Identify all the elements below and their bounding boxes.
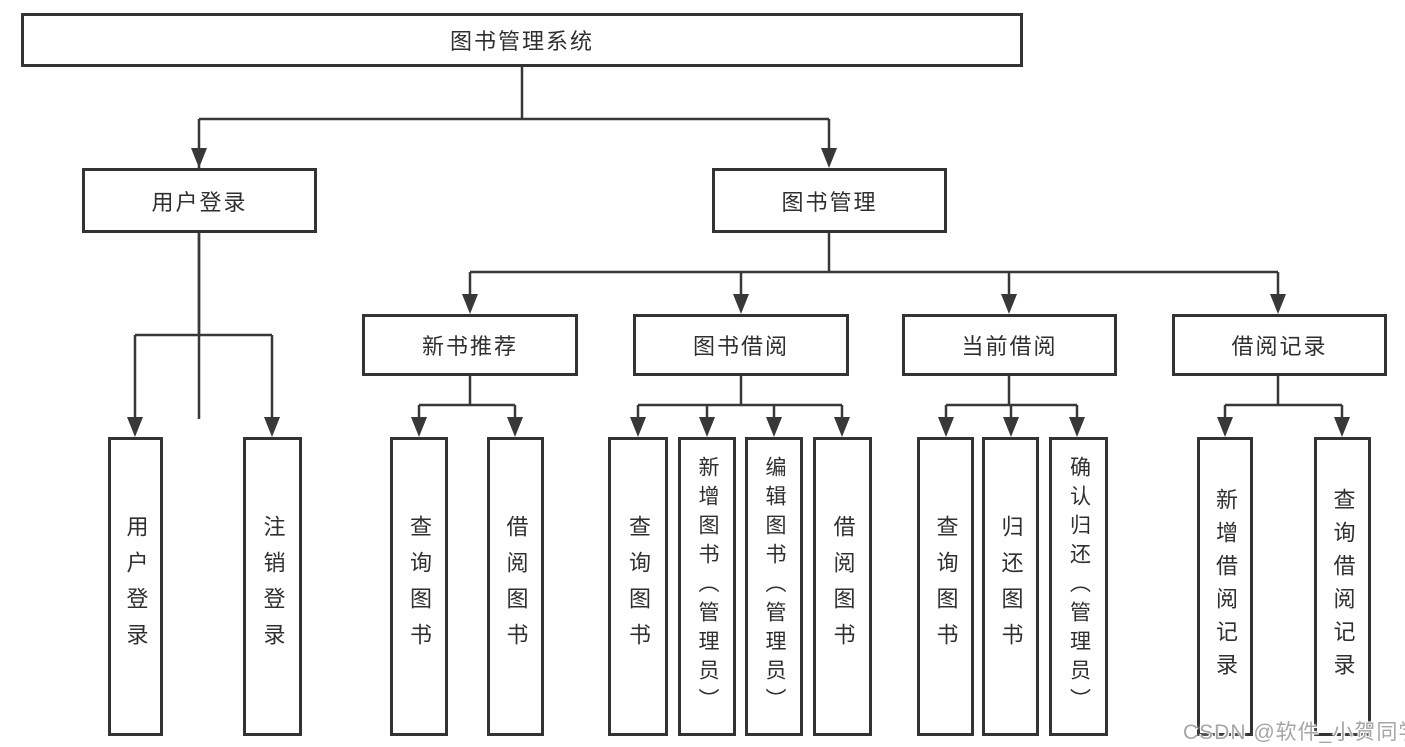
leaf-label: 新增图书（管理员） bbox=[696, 456, 719, 717]
leaf-logout: 注销登录 bbox=[243, 437, 302, 736]
leaf-label: 借阅图书 bbox=[503, 514, 529, 659]
leaf-label: 借阅图书 bbox=[830, 514, 856, 659]
node-label: 借阅记录 bbox=[1231, 334, 1328, 359]
leaf-add-books-admin: 新增图书（管理员） bbox=[678, 437, 736, 736]
leaf-label: 编辑图书（管理员） bbox=[763, 456, 786, 717]
leaf-label: 确认归还（管理员） bbox=[1067, 456, 1091, 717]
leaf-query-books-3: 查询图书 bbox=[917, 437, 974, 736]
leaf-label: 注销登录 bbox=[260, 514, 286, 659]
node-label: 图书管理系统 bbox=[449, 29, 594, 54]
leaf-borrow-books-1: 借阅图书 bbox=[487, 437, 544, 736]
leaf-label: 查询图书 bbox=[626, 514, 651, 659]
leaf-return-books: 归还图书 bbox=[982, 437, 1039, 736]
node-new-book-recommend: 新书推荐 bbox=[362, 314, 578, 376]
connector-current-borrow-branch bbox=[944, 376, 1079, 419]
leaf-label: 查询图书 bbox=[407, 514, 432, 659]
leaf-label: 查询图书 bbox=[933, 514, 959, 659]
node-label: 图书管理 bbox=[781, 189, 878, 215]
node-current-borrowing: 当前借阅 bbox=[902, 314, 1117, 376]
leaf-query-borrow-record: 查询借阅记录 bbox=[1314, 437, 1371, 736]
leaf-label: 归还图书 bbox=[998, 514, 1024, 659]
connector-book-borrow-branch bbox=[636, 376, 844, 419]
leaf-query-books-2: 查询图书 bbox=[608, 437, 668, 736]
node-label: 用户登录 bbox=[151, 189, 248, 215]
node-book-management: 图书管理 bbox=[712, 168, 947, 233]
node-user-login: 用户登录 bbox=[82, 168, 317, 233]
node-book-borrowing: 图书借阅 bbox=[633, 314, 849, 376]
leaf-user-login: 用户登录 bbox=[108, 437, 163, 736]
node-borrowing-records: 借阅记录 bbox=[1172, 314, 1387, 376]
node-label: 当前借阅 bbox=[961, 334, 1058, 359]
leaf-query-books-1: 查询图书 bbox=[390, 437, 448, 736]
connector-new-book-branch bbox=[417, 376, 517, 419]
node-root-library-system: 图书管理系统 bbox=[21, 13, 1023, 67]
leaf-label: 用户登录 bbox=[123, 514, 149, 659]
leaf-label: 新增借阅记录 bbox=[1213, 487, 1238, 686]
csdn-watermark: CSDN @软件_小贺同学 bbox=[1183, 721, 1405, 744]
node-label: 图书借阅 bbox=[692, 334, 789, 359]
leaf-label: 查询借阅记录 bbox=[1330, 487, 1356, 686]
leaf-edit-books-admin: 编辑图书（管理员） bbox=[745, 437, 803, 736]
connector-root-to-level2 bbox=[197, 67, 831, 419]
connector-user-login-branch bbox=[133, 233, 274, 419]
leaf-confirm-return-admin: 确认归还（管理员） bbox=[1049, 437, 1108, 736]
leaf-add-borrow-record: 新增借阅记录 bbox=[1197, 437, 1253, 736]
connector-borrow-record-branch bbox=[1223, 376, 1344, 419]
leaf-borrow-books-2: 借阅图书 bbox=[813, 437, 872, 736]
node-label: 新书推荐 bbox=[421, 334, 518, 359]
connector-book-mgmt-to-level3 bbox=[468, 233, 1280, 296]
